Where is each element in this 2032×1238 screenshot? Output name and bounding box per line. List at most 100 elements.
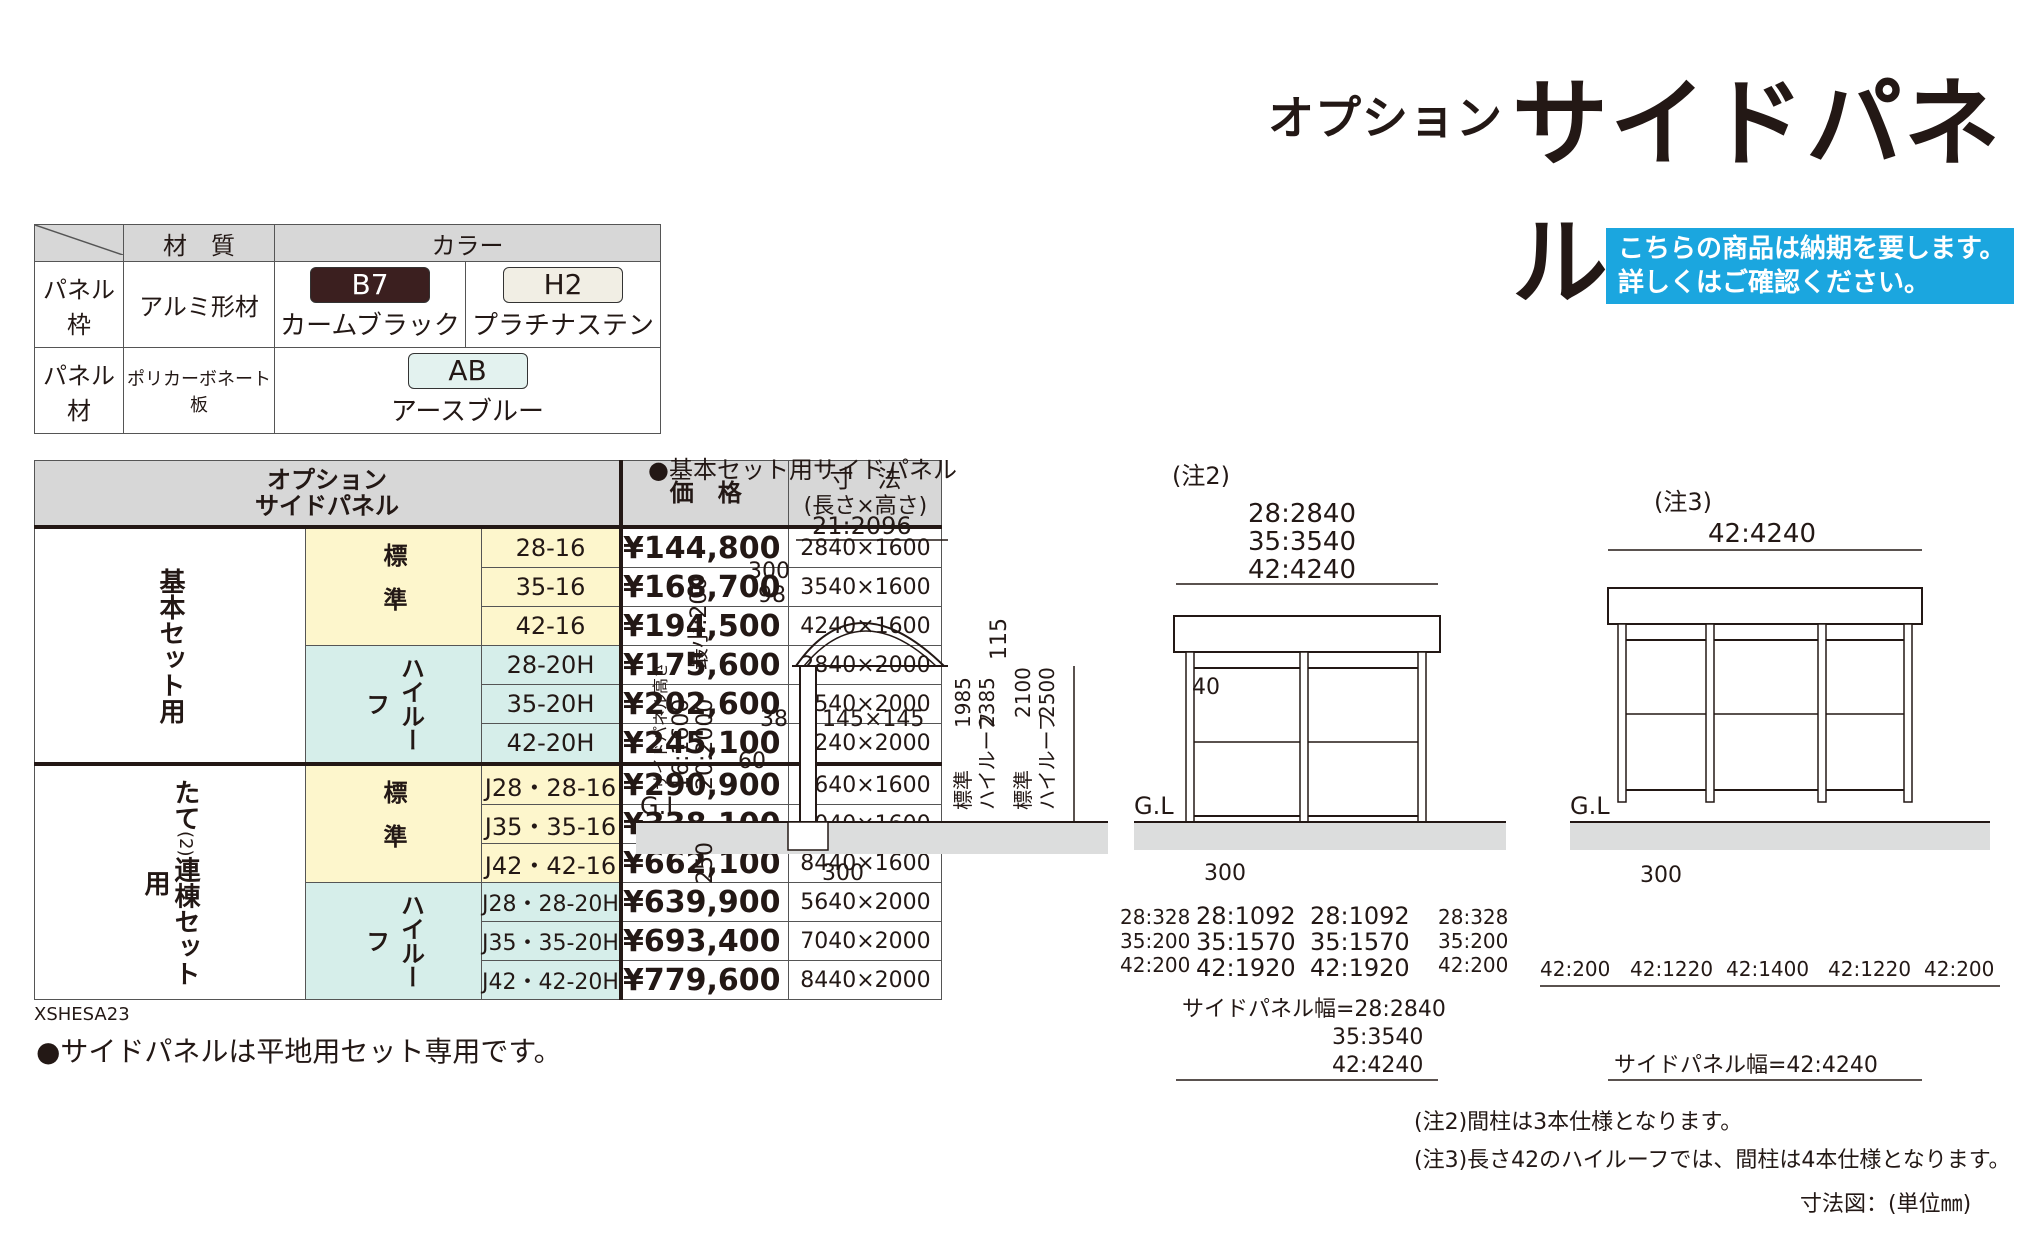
swatch-b7: B7 <box>310 267 430 303</box>
table-row-code: J42・42-20H <box>480 960 623 1000</box>
table-row-price: ¥639,900 <box>620 882 790 922</box>
table-row-code: 42-20H <box>480 723 623 766</box>
group-basic-label: 基本セット用 <box>155 567 185 724</box>
table-row-code: J35・35-16 <box>480 804 623 844</box>
group-basic: 基本セット用 <box>34 526 306 766</box>
dim-145: 145×145 <box>822 707 924 732</box>
price-table: オプション サイドパネル 価 格 寸 法 (長さ×高さ) 基本セット用 標準 2… <box>33 460 943 1000</box>
post <box>799 665 817 823</box>
material-color-table: 材 質 カラー パネル枠 アルミ形材 B7 カームブラック H2 プラチナステン… <box>34 224 661 434</box>
group-linked: たて(2)連棟セット用 <box>34 763 306 1000</box>
diagram2-note: (注2) <box>1172 462 1230 490</box>
option-header: オプション サイドパネル <box>33 460 623 529</box>
color-name-h2: プラチナステン <box>471 311 654 341</box>
diagram3-post-2 <box>1705 623 1715 803</box>
diagram2-d40: 40 <box>1192 675 1220 700</box>
diagram3-w42: 42:4240 <box>1708 519 1816 549</box>
dim-300: 300 <box>748 559 790 584</box>
diagram2-seg-b-2: 42:1920 <box>1196 954 1296 982</box>
roof-arc <box>795 622 945 667</box>
unit-note: 寸法図：(単位㎜) <box>1800 1192 1972 1217</box>
diagram2-seg-c-2: 42:1920 <box>1310 954 1410 982</box>
price-header: 価 格 <box>620 460 790 529</box>
table-row-code: 35-16 <box>480 567 623 607</box>
sub-high-basic-label: ハイルーフ <box>361 656 425 752</box>
notice-line-1: こちらの商品は納期を要します。 <box>1618 234 2006 264</box>
swatch-h2: H2 <box>503 267 623 303</box>
part-frame: パネル枠 <box>34 261 124 348</box>
table-row-price: ¥175,600 <box>620 645 790 685</box>
diagram2-seg-c-0: 28:1092 <box>1310 902 1410 930</box>
diagram3-d300: 300 <box>1640 863 1682 888</box>
diagram2-post-mid <box>1299 651 1309 833</box>
sub-standard-basic-label: 標準 <box>379 543 407 631</box>
diagram3-seg-1: 42:1220 <box>1630 957 1713 981</box>
diagram2-panel-width-35: 35:3540 <box>1332 1025 1423 1050</box>
dim-115: 115 <box>987 618 1012 660</box>
diagram3-roof <box>1607 587 1923 625</box>
diagram2-panel-width-28: サイドパネル幅=28:2840 <box>1182 997 1446 1022</box>
option-header-line1: オプション <box>266 466 387 494</box>
dim-2500: 2500 <box>1035 667 1059 718</box>
diagram2-d300: 300 <box>1204 861 1246 886</box>
color-option-h2: H2 プラチナステン <box>465 261 661 348</box>
diagram-basic-side-view: ●基本セット用サイドパネル G.L 21:2096 300 98 最小:200 … <box>636 456 1108 886</box>
sub-standard-linked: 標準 <box>305 763 482 883</box>
dim-high-2: ハイルーフ <box>1035 712 1059 810</box>
diagram2-seg-b-0: 28:1092 <box>1196 902 1296 930</box>
option-header-line2: サイドパネル <box>254 492 399 520</box>
table-row-code: J28・28-20H <box>480 882 623 922</box>
size-header-line2: (長さ×高さ) <box>803 494 928 519</box>
diagram3-panel <box>1621 639 1909 791</box>
table-row-price: ¥693,400 <box>620 921 790 961</box>
diagram2-seg-a-1: 35:200 <box>1120 929 1190 953</box>
footnote-3: (注3)長さ42のハイルーフでは、間柱は4本仕様となります。 <box>1414 1148 2011 1173</box>
diagram2-seg-b-1: 35:1570 <box>1196 928 1296 956</box>
dim-1985: 1985 <box>951 677 975 728</box>
diagram2-seg-d-2: 42:200 <box>1438 953 1508 977</box>
dim-base300: 300 <box>822 861 864 886</box>
diagram2-seg-d-1: 35:200 <box>1438 929 1508 953</box>
table-row-code: 42-16 <box>480 606 623 646</box>
notice-line-2: 詳しくはご確認ください。 <box>1618 268 1931 298</box>
group-linked-num: (2) <box>175 830 196 857</box>
table-row-code: 28-16 <box>480 526 623 568</box>
group-linked-post: 連棟セット用 <box>140 856 200 987</box>
table-row-code: 28-20H <box>480 645 623 685</box>
diagram-note3-front-view: (注3) 42:4240 G.L 300 42:200 42:1220 42:1… <box>1540 488 2000 1081</box>
diagram1-title: ●基本セット用サイドパネル <box>648 456 957 484</box>
part-panel: パネル材 <box>34 347 124 434</box>
table-row-code: J42・42-16 <box>480 843 623 883</box>
size-header: 寸 法 (長さ×高さ) <box>788 460 943 529</box>
sub-high-linked: ハイルーフ <box>305 882 482 1000</box>
diagram2-post-right <box>1417 651 1427 833</box>
dim-98: 98 <box>758 583 786 608</box>
color-option-ab: AB アースブルー <box>274 347 661 434</box>
color-header: カラー <box>274 224 661 262</box>
sub-standard-basic: 標準 <box>305 526 482 646</box>
sub-high-basic: ハイルーフ <box>305 645 482 766</box>
size-header-line1: 寸 法 <box>829 465 902 493</box>
dim-38: 38 <box>760 707 788 732</box>
dim-high-1: ハイルーフ <box>975 712 999 810</box>
table-row-code: J28・28-16 <box>480 763 623 805</box>
dim-panel-height-label: サイドパネル高さ <box>651 662 670 790</box>
dim-min200: 最小:200 <box>687 577 712 670</box>
diagonal-corner-cell <box>34 224 124 262</box>
product-code-note: XSHESA23 <box>34 1004 130 1025</box>
dim-std-1: 標準 <box>951 770 975 810</box>
table-row-price: ¥168,700 <box>620 567 790 607</box>
group-linked-pre: たて <box>170 778 200 831</box>
dim-2100: 2100 <box>1011 667 1035 718</box>
diagram2-seg-c-1: 35:1570 <box>1310 928 1410 956</box>
diagram2-panel-width-42: 42:4240 <box>1332 1053 1423 1078</box>
lead-time-notice: こちらの商品は納期を要します。 詳しくはご確認ください。 <box>1606 228 2014 304</box>
diagram3-seg-2: 42:1400 <box>1726 957 1809 981</box>
dim-16: 16:1600 <box>669 699 694 790</box>
diagram3-panel-width: サイドパネル幅=42:4240 <box>1614 1053 1878 1078</box>
diagram3-gl: G.L <box>1570 792 1610 820</box>
diagram2-seg-d-0: 28:328 <box>1438 905 1508 929</box>
diagram2-ground-band <box>1134 822 1506 850</box>
table-row-price: ¥779,600 <box>620 960 790 1000</box>
dim-250: 250 <box>693 842 718 884</box>
